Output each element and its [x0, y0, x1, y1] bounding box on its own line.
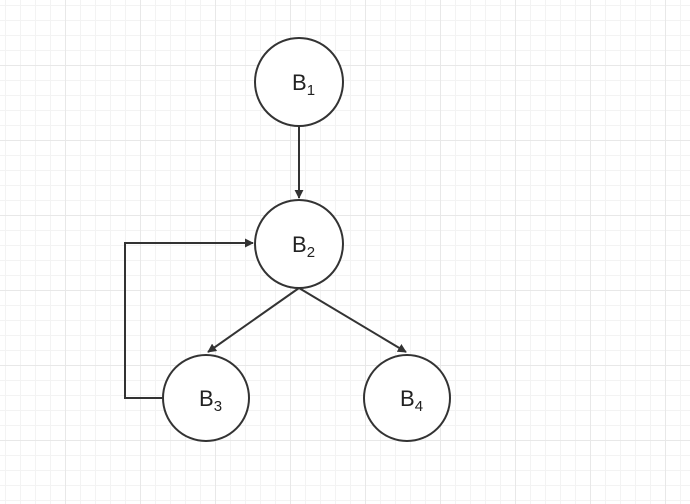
edge-b3-to-b2-loop: [124, 238, 254, 399]
node-b3-circle: [162, 354, 250, 442]
node-b4-label: B4: [400, 386, 423, 415]
edge-b2-to-b4: [298, 287, 407, 353]
node-b3-label: B3: [199, 386, 222, 415]
node-b1-label: B1: [292, 70, 315, 99]
node-b1[interactable]: B1: [254, 37, 344, 127]
node-b2-label: B2: [292, 232, 315, 261]
node-b1-circle: [254, 37, 344, 127]
node-b4[interactable]: B4: [363, 354, 451, 442]
edge-b2-to-b3: [207, 287, 300, 353]
node-b3[interactable]: B3: [162, 354, 250, 442]
node-b4-circle: [363, 354, 451, 442]
node-b2-circle: [254, 199, 344, 289]
node-b2[interactable]: B2: [254, 199, 344, 289]
